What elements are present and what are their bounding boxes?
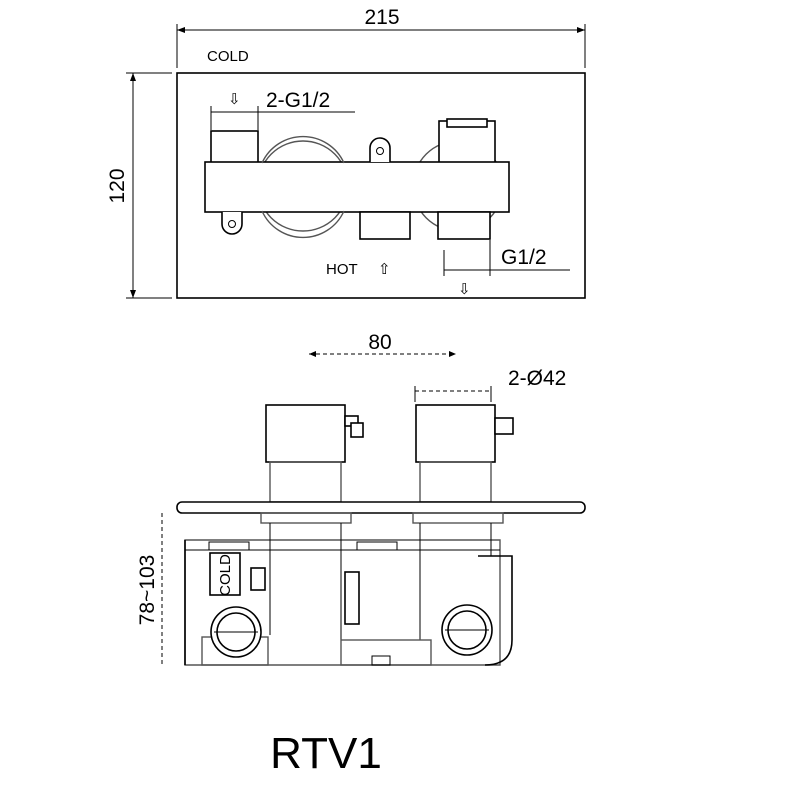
- hot-arrow: ⇧: [378, 261, 391, 278]
- inlet-arrow: ⇩: [228, 91, 241, 108]
- diameter-dimension: 2-Ø42: [414, 367, 566, 402]
- depth-dimension: 78~103: [136, 513, 163, 665]
- right-handle: [415, 404, 514, 503]
- left-handle: [265, 404, 364, 503]
- top-view: 215 120 COLD ⇩ 2-G1/2: [106, 6, 586, 299]
- inlet-dimension: ⇩ 2-G1/2: [210, 89, 355, 130]
- cold-stamp: COLD: [217, 554, 234, 596]
- right-port: [438, 120, 496, 165]
- left-cartridge-cover: [262, 163, 344, 211]
- top-mounting-lug: [369, 137, 391, 162]
- model-name: RTV1: [270, 729, 382, 778]
- valve-body-top: [204, 118, 510, 240]
- spacing-value: 80: [368, 331, 391, 354]
- bottom-mounting-lug: [221, 212, 243, 235]
- height-dimension: 120: [106, 72, 172, 299]
- height-value: 120: [106, 168, 129, 203]
- cover-plate-outline: [176, 72, 586, 299]
- width-dimension: 215: [176, 6, 586, 68]
- side-view: 80 2-Ø42 78~103: [136, 331, 586, 666]
- left-inlet-port: [210, 130, 259, 165]
- inlet-value: 2-G1/2: [266, 89, 330, 112]
- depth-value: 78~103: [136, 555, 159, 626]
- outlet-dimension: G1/2 ⇩: [443, 240, 570, 298]
- right-port-cap: [446, 118, 488, 128]
- cold-label: COLD: [207, 48, 249, 65]
- right-outlet: [437, 211, 491, 240]
- outlet-arrow: ⇩: [458, 281, 471, 298]
- outlet-value: G1/2: [501, 246, 547, 269]
- cover-plate-side: [176, 501, 586, 514]
- concealed-valve-body: COLD: [184, 512, 513, 666]
- width-value: 215: [364, 6, 399, 29]
- center-outlet: [359, 211, 411, 240]
- hot-label: HOT: [326, 261, 358, 278]
- main-bar: [204, 161, 510, 213]
- spacing-dimension: 80: [309, 331, 456, 357]
- diameter-value: 2-Ø42: [508, 367, 566, 390]
